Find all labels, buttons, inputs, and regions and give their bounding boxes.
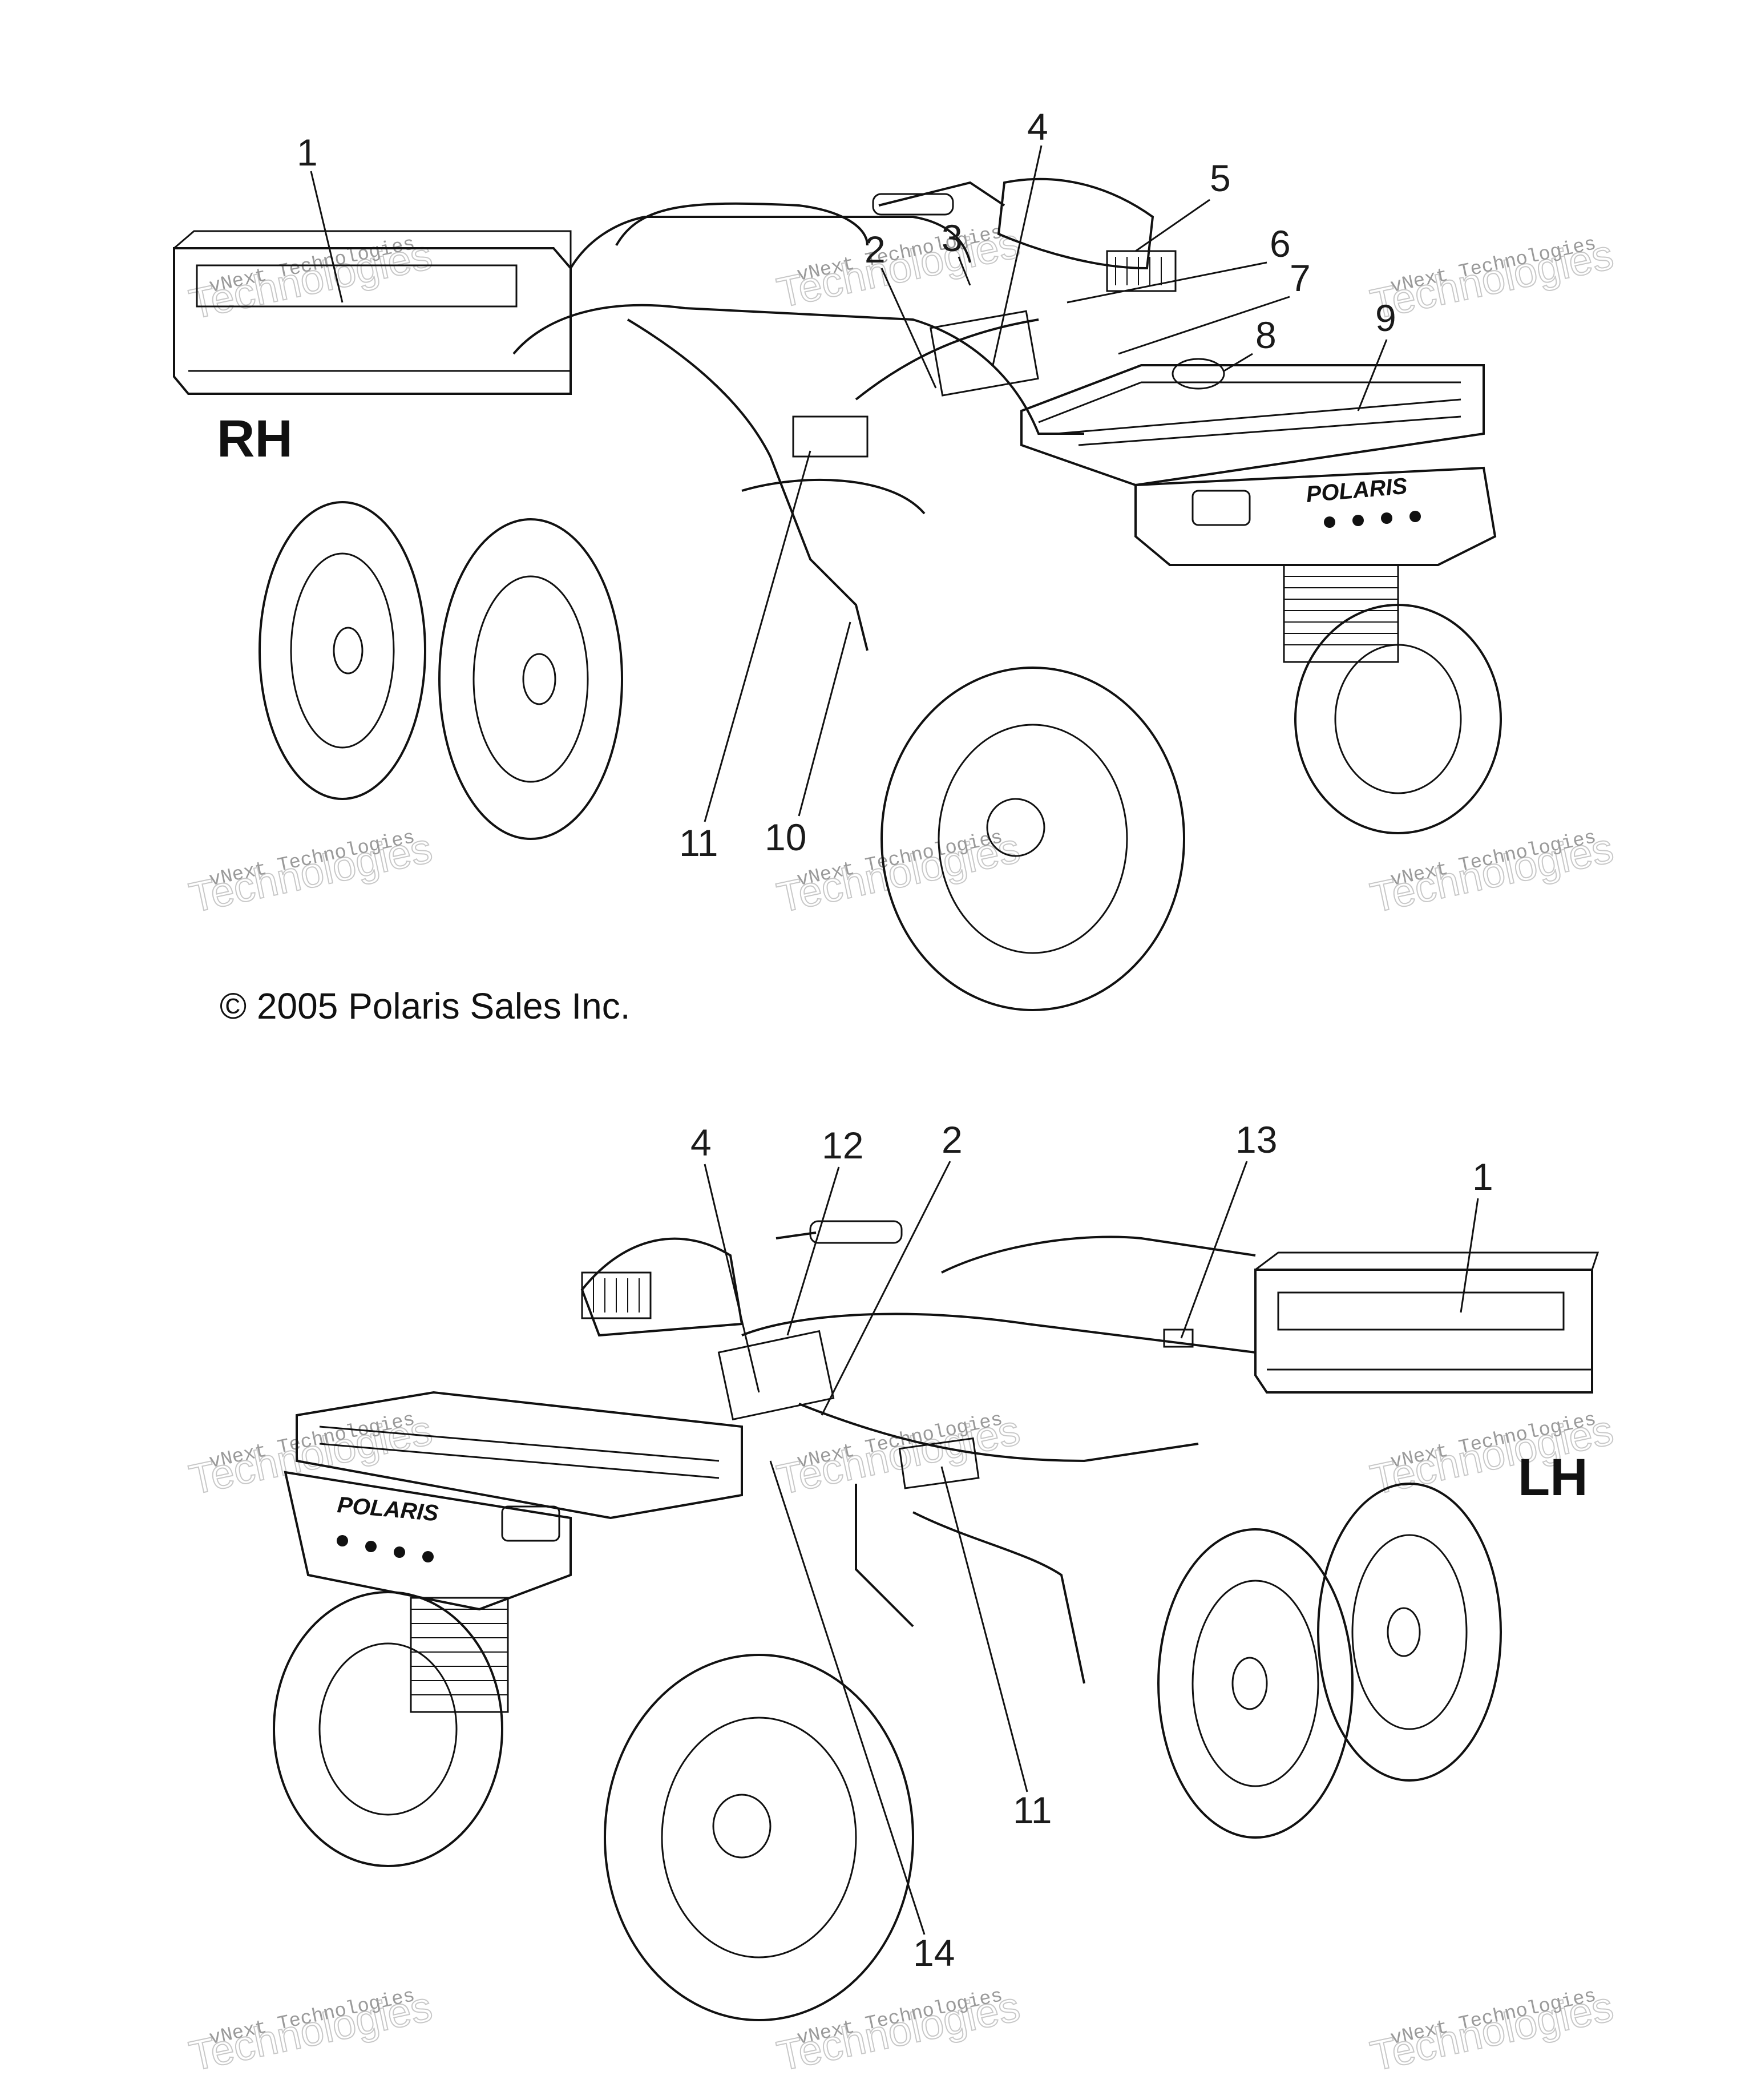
callout-3: 3 [942, 217, 963, 259]
callout-1: 1 [297, 131, 318, 173]
brand-logo-text-lh: POLARIS [336, 1492, 439, 1526]
callout-12: 12 [822, 1124, 863, 1166]
atv-body-lh: POLARIS [284, 1220, 1256, 1713]
callout-14: 14 [913, 1932, 955, 1974]
wheels-rh [258, 501, 1502, 1011]
callout-10: 10 [765, 816, 806, 858]
callout-2: 2 [942, 1118, 963, 1161]
callout-4: 4 [1027, 106, 1048, 148]
callout-5: 5 [1210, 157, 1231, 199]
wheels-lh [273, 1483, 1502, 2021]
side-label-rh: RH [217, 410, 293, 468]
rh-view: RH POLARIS [173, 106, 1502, 1011]
callout-9: 9 [1375, 297, 1396, 339]
callout-13: 13 [1235, 1118, 1277, 1161]
copyright-text: © 2005 Polaris Sales Inc. [220, 986, 631, 1027]
brand-logo-text: POLARIS [1305, 474, 1408, 507]
lh-view: LH POLARIS [273, 1118, 1599, 2021]
callout-4: 4 [690, 1121, 712, 1164]
cargo-box [173, 230, 572, 395]
callouts-lh: 4 12 2 13 1 11 14 [690, 1118, 1493, 1974]
callout-6: 6 [1270, 223, 1291, 265]
callout-2: 2 [865, 228, 886, 270]
side-label-lh: LH [1518, 1448, 1588, 1507]
atv-body-rh: POLARIS [512, 177, 1497, 663]
callout-8: 8 [1255, 314, 1277, 356]
callout-11: 11 [679, 822, 718, 864]
callout-1-lh: 1 [1472, 1156, 1493, 1198]
cargo-box-lh [1254, 1251, 1599, 1394]
callout-7: 7 [1290, 257, 1311, 299]
callouts-rh: 1 2 3 4 5 6 7 8 9 10 11 [297, 106, 1396, 864]
callout-11-lh: 11 [1013, 1789, 1052, 1831]
